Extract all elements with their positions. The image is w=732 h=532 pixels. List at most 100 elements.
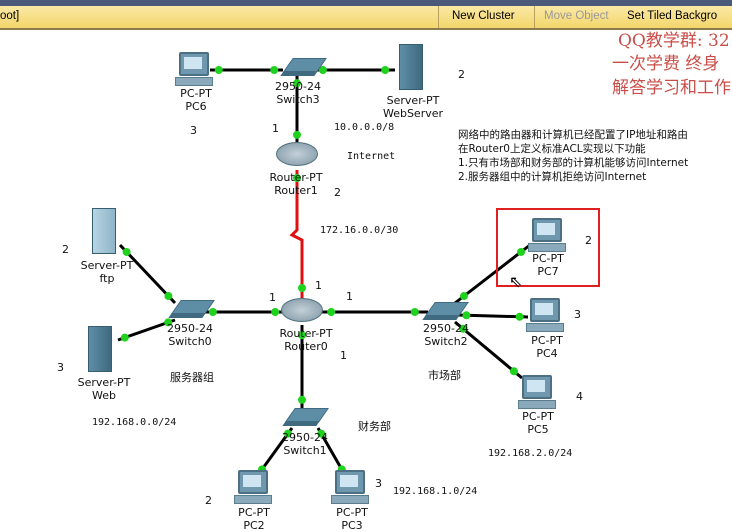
mouse-cursor-icon: ⇖ bbox=[509, 272, 523, 291]
link-status-dot bbox=[293, 174, 301, 182]
link-status-dot bbox=[317, 429, 326, 438]
group-finance-label: 财务部 bbox=[358, 420, 391, 433]
model: PC-PT bbox=[180, 87, 212, 100]
set-tiled-background-button[interactable]: Set Tiled Backgro bbox=[627, 10, 718, 22]
link-status-dot bbox=[164, 292, 173, 301]
title-bar bbox=[0, 0, 732, 6]
serial-link[interactable] bbox=[289, 170, 304, 298]
note: 172.16.0.0/30 bbox=[320, 225, 399, 236]
ethernet-link[interactable] bbox=[454, 243, 531, 305]
model: 2950-24 bbox=[282, 431, 328, 444]
link-status-dot bbox=[318, 66, 327, 74]
name: Switch3 bbox=[276, 93, 320, 106]
name: WebServer bbox=[382, 107, 444, 120]
network-label: 192.168.0.0/24 bbox=[92, 417, 177, 428]
link-status-dot bbox=[298, 395, 306, 404]
note: 2 bbox=[585, 234, 592, 247]
note: 1 bbox=[315, 279, 322, 292]
network-label: 192.168.2.0/24 bbox=[488, 448, 573, 459]
switch2-icon[interactable] bbox=[425, 302, 469, 316]
link-status-dot bbox=[515, 312, 524, 321]
link-status-dot bbox=[410, 308, 419, 316]
web-server-icon[interactable] bbox=[88, 326, 112, 372]
name: PC7 bbox=[537, 265, 559, 278]
note: 2 bbox=[334, 186, 341, 199]
model: PC-PT bbox=[532, 252, 564, 265]
new-cluster-button[interactable]: New Cluster bbox=[452, 10, 515, 22]
model: Server-PT bbox=[77, 376, 131, 389]
router1-icon[interactable] bbox=[276, 142, 318, 166]
model: 2950-24 bbox=[423, 322, 469, 335]
name: PC2 bbox=[243, 519, 265, 532]
highlight-box bbox=[496, 208, 600, 287]
note: 3 bbox=[190, 124, 197, 137]
model: Server-PT bbox=[386, 94, 440, 107]
task-description: 网络中的路由器和计算机已经配置了IP地址和路由 在Router0上定义标准ACL… bbox=[458, 128, 688, 184]
link-status-dot bbox=[293, 130, 301, 139]
note: 3 bbox=[375, 477, 382, 490]
note: 4 bbox=[576, 390, 583, 403]
name: PC3 bbox=[341, 519, 363, 532]
model: PC-PT bbox=[531, 334, 563, 347]
name: Web bbox=[92, 389, 116, 402]
desc-line: 2.服务器组中的计算机拒绝访问Internet bbox=[458, 171, 647, 183]
note: 3 bbox=[574, 308, 581, 321]
move-object-button[interactable]: Move Object bbox=[544, 10, 609, 22]
model: Router-PT bbox=[269, 171, 323, 184]
divider bbox=[534, 6, 535, 28]
watermark-line: 一次学费 终身 bbox=[612, 54, 720, 74]
link-status-dot bbox=[214, 66, 223, 74]
name: Switch2 bbox=[424, 335, 468, 348]
links-layer bbox=[117, 66, 531, 476]
name: Router0 bbox=[284, 340, 328, 353]
link-status-dot bbox=[122, 247, 131, 256]
desc-line: 网络中的路由器和计算机已经配置了IP地址和路由 bbox=[458, 129, 688, 141]
note: 1 bbox=[346, 290, 353, 303]
link-status-dot bbox=[459, 324, 468, 333]
link-status-dot bbox=[164, 318, 173, 327]
group-market-label: 市场部 bbox=[428, 369, 461, 382]
name: ftp bbox=[99, 272, 115, 285]
link-status-dot bbox=[293, 79, 301, 88]
name: PC5 bbox=[527, 423, 549, 436]
router0-icon[interactable] bbox=[281, 298, 323, 322]
divider bbox=[438, 6, 439, 28]
model: PC-PT bbox=[522, 410, 554, 423]
switch3-icon[interactable] bbox=[283, 58, 327, 72]
note: 1 bbox=[340, 349, 347, 362]
link-status-dot bbox=[460, 292, 468, 301]
switch0-icon[interactable] bbox=[171, 300, 215, 314]
model: PC-PT bbox=[336, 506, 368, 519]
name: PC6 bbox=[185, 100, 207, 113]
model: 2950-24 bbox=[167, 322, 213, 335]
link-status-dot bbox=[270, 66, 279, 74]
ethernet-link[interactable] bbox=[454, 320, 523, 380]
note: 2 bbox=[62, 243, 69, 256]
name: Switch1 bbox=[283, 444, 327, 457]
model: Server-PT bbox=[80, 259, 134, 272]
link-status-dot bbox=[381, 66, 390, 74]
name: Switch0 bbox=[168, 335, 212, 348]
model: Router-PT bbox=[279, 327, 333, 340]
ftp-server-icon[interactable] bbox=[92, 208, 116, 254]
switch1-icon[interactable] bbox=[285, 408, 329, 422]
link-status-dot bbox=[208, 308, 217, 316]
link-status-dot bbox=[271, 308, 280, 316]
webserver-icon[interactable] bbox=[399, 44, 423, 90]
watermark-line: 解答学习和工作 bbox=[612, 78, 731, 98]
group-server-label: 服务器组 bbox=[170, 371, 214, 384]
note: 2 bbox=[205, 494, 212, 507]
